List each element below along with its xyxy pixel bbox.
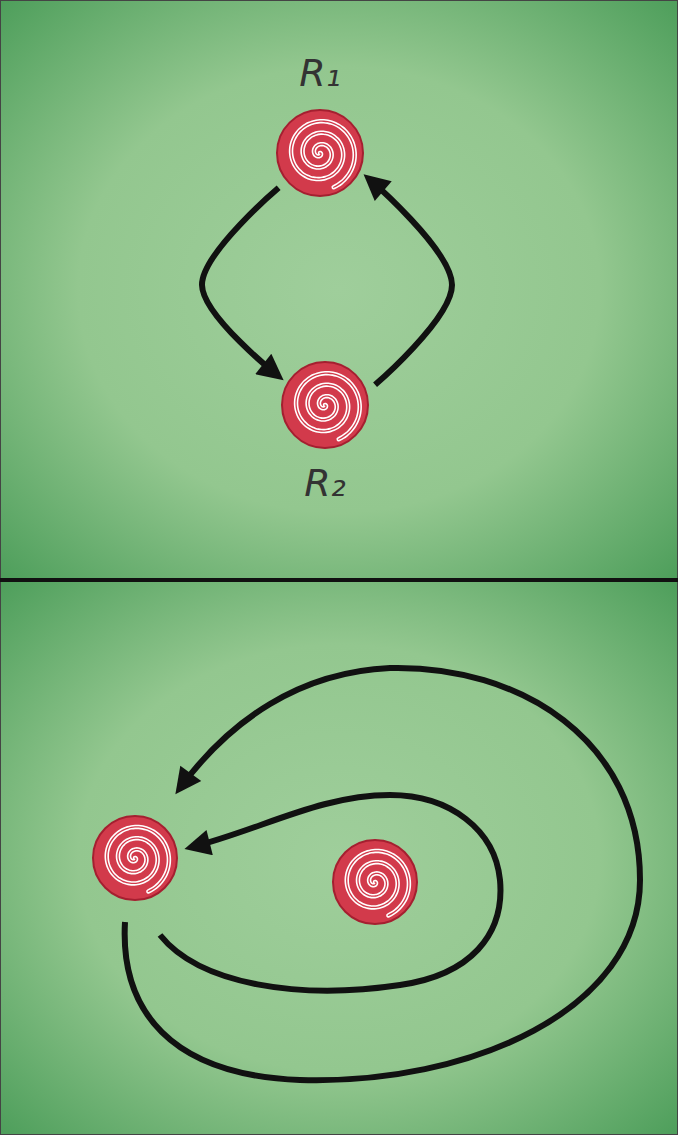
loop-arrow [125, 668, 640, 1080]
spiral-node: R₁ [276, 109, 364, 197]
node-label: R₁ [299, 53, 341, 95]
spiral-node: R₂ [281, 361, 369, 449]
spiral-wave [93, 816, 177, 900]
loop-arrow [160, 795, 500, 991]
top-panel [0, 0, 678, 579]
spiral-wave [281, 361, 369, 449]
spiral-wave [276, 109, 364, 197]
bottom-panel [0, 581, 678, 1135]
cycle-arrow [369, 179, 452, 384]
panel-divider [0, 578, 678, 582]
cycle-arrow [202, 188, 279, 376]
node-label: R₂ [304, 463, 346, 505]
spiral-wave [333, 840, 417, 924]
